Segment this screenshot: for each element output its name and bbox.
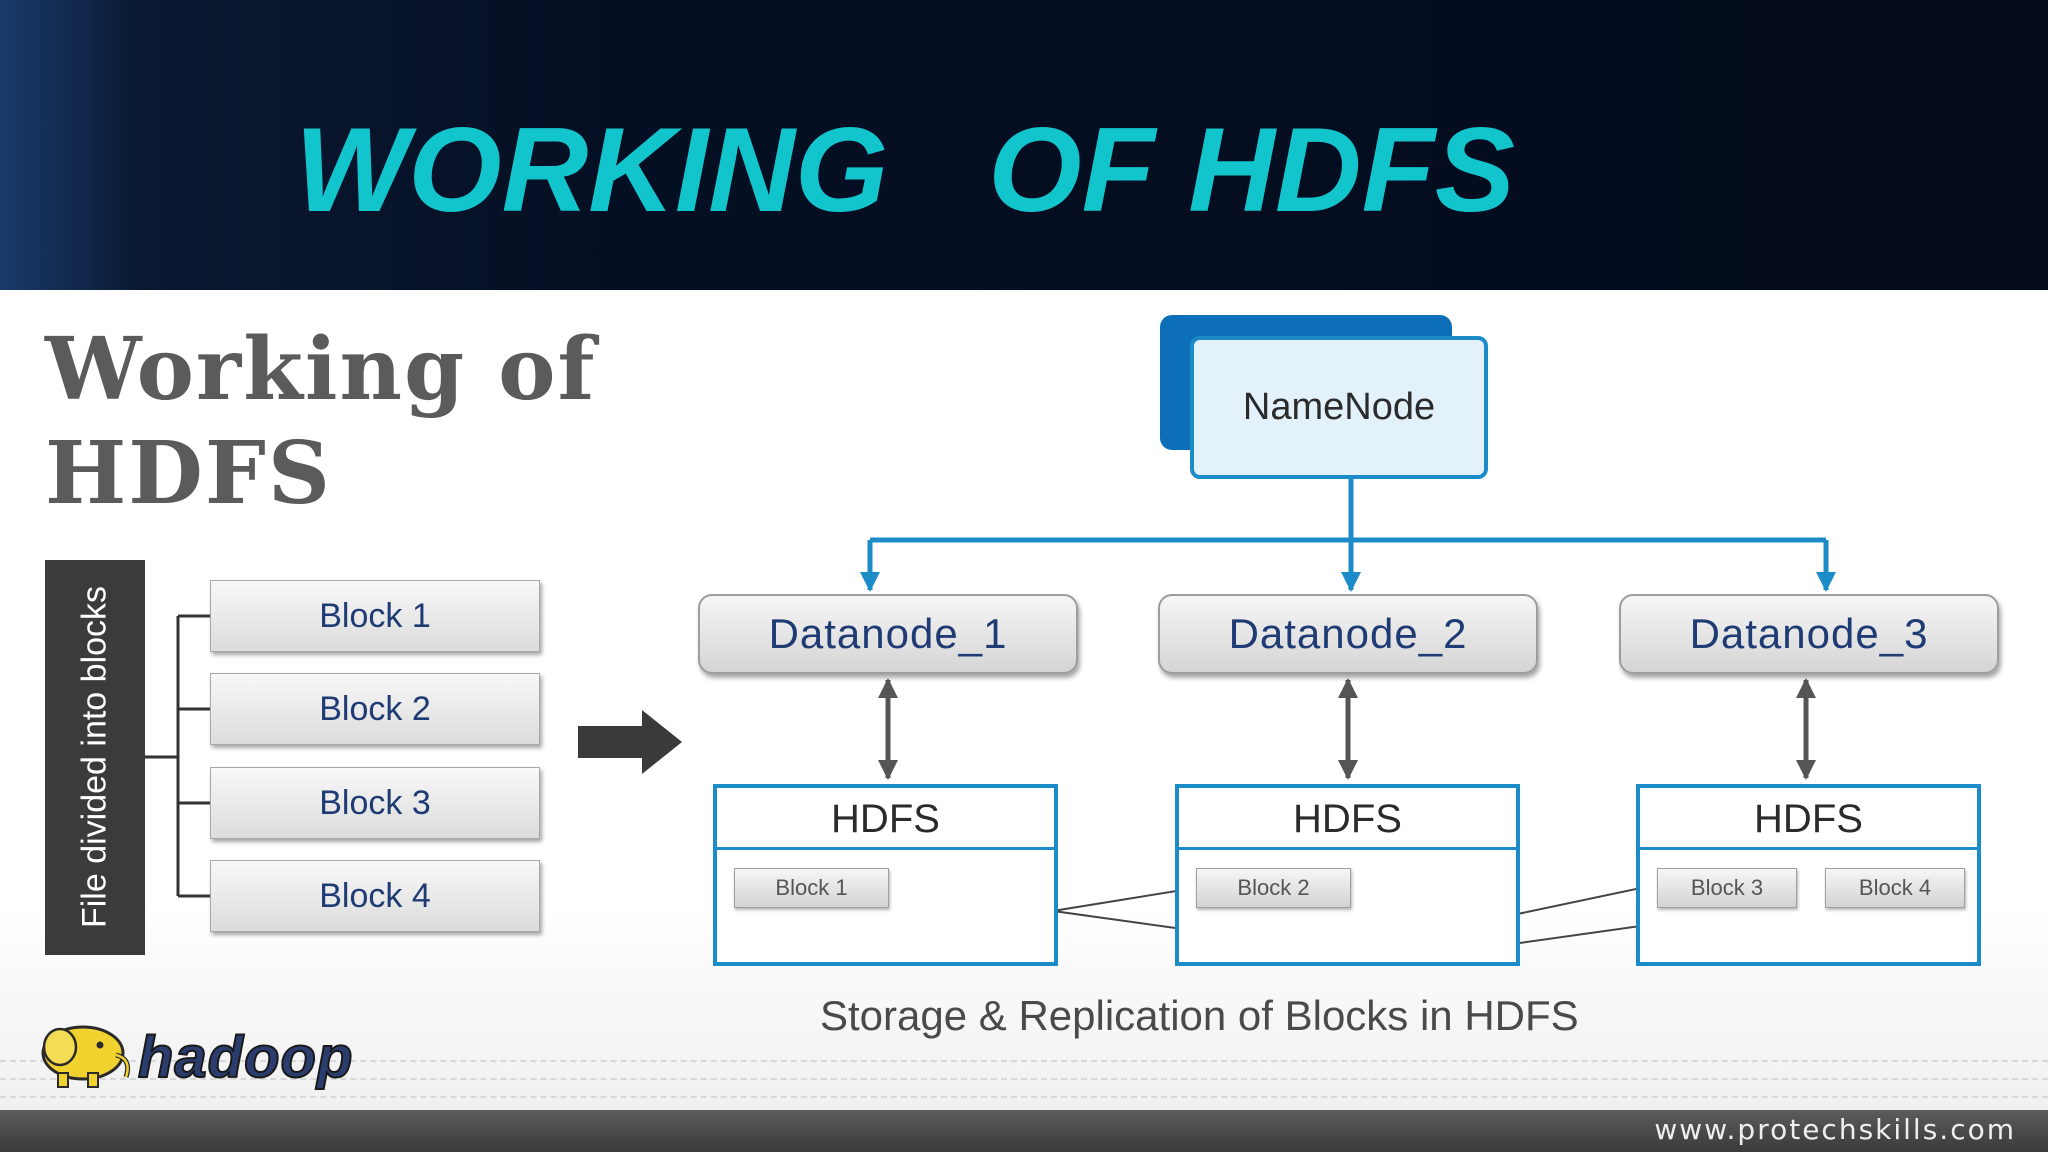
namenode-box: NameNode [1190, 336, 1488, 479]
diagram-subtitle: Working of HDFS [45, 318, 596, 526]
file-block-4: Block 4 [210, 860, 540, 932]
subtitle-line-2: HDFS [45, 423, 332, 524]
datanode-1: Datanode_1 [698, 594, 1078, 674]
file-bar [45, 560, 145, 955]
header-glow [0, 0, 140, 290]
namenode-connectors [860, 479, 1836, 592]
hdfs-node-title: HDFS [1640, 788, 1977, 850]
header-banner [0, 0, 2048, 290]
logo-text: hadoop [138, 1025, 353, 1090]
divider [0, 1060, 2048, 1062]
datanode-3: Datanode_3 [1619, 594, 1999, 674]
hdfs-block: Block 4 [1825, 868, 1965, 908]
block-bracket [145, 614, 210, 898]
hadoop-logo: hadoop [41, 1024, 353, 1091]
flow-arrow [578, 710, 682, 774]
datanode-2: Datanode_2 [1158, 594, 1538, 674]
hdfs-node-title: HDFS [717, 788, 1054, 850]
hdfs-node-2: HDFS Block 2 [1175, 784, 1520, 966]
divider [0, 1096, 2048, 1098]
page-title: WORKING OF HDFS [295, 103, 1515, 237]
footer-bar [0, 1110, 2048, 1152]
footer-url: www.protechskills.com [1654, 1113, 2016, 1146]
elephant-icon [41, 1025, 131, 1088]
datanode-hdfs-arrows [878, 678, 1816, 780]
subtitle-line-1: Working of [45, 319, 597, 420]
file-block-1: Block 1 [210, 580, 540, 652]
hdfs-block: Block 1 [734, 868, 889, 908]
diagram-caption: Storage & Replication of Blocks in HDFS [820, 992, 1579, 1039]
hdfs-block: Block 2 [1196, 868, 1351, 908]
file-block-3: Block 3 [210, 767, 540, 839]
hdfs-node-1: HDFS Block 1 [713, 784, 1058, 966]
divider [0, 1078, 2048, 1080]
file-block-2: Block 2 [210, 673, 540, 745]
hdfs-node-3: HDFS Block 3 Block 4 [1636, 784, 1981, 966]
hdfs-block: Block 3 [1657, 868, 1797, 908]
hdfs-node-title: HDFS [1179, 788, 1516, 850]
